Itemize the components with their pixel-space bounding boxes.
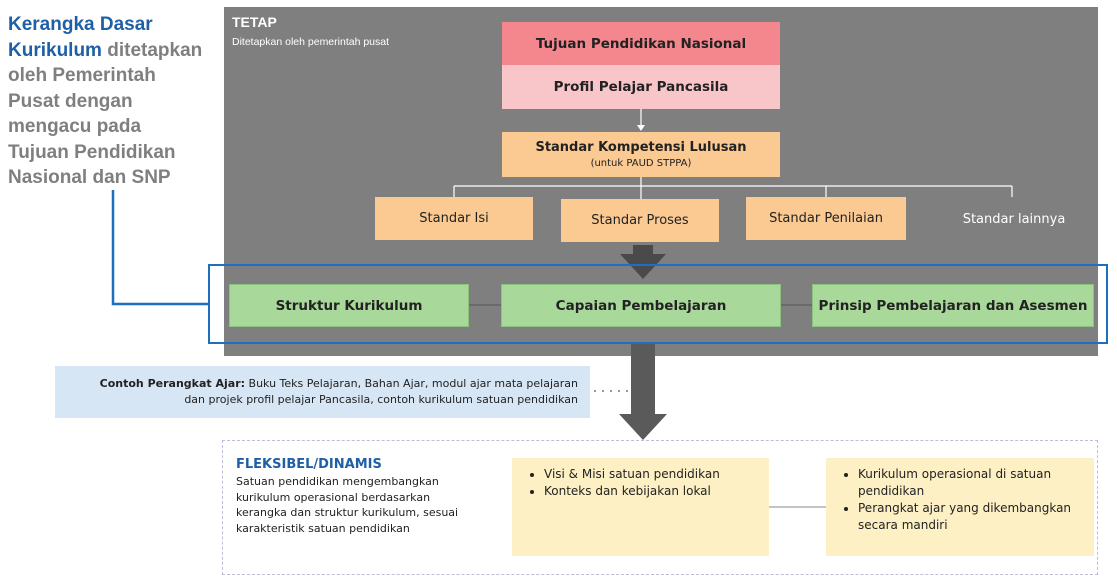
fixed-panel-description: Ditetapkan oleh pemerintah pusat bbox=[232, 36, 390, 48]
list-item: Visi & Misi satuan pendidikan bbox=[544, 466, 759, 483]
heading-line4: Pusat dengan bbox=[8, 90, 133, 112]
contoh-line2: dan projek profil pelajar Pancasila, con… bbox=[184, 393, 578, 406]
standar-proses-box: Standar Proses bbox=[561, 199, 719, 242]
skl-box: Standar Kompetensi Lulusan (untuk PAUD S… bbox=[502, 132, 780, 177]
standar-penilaian-box: Standar Penilaian bbox=[746, 197, 906, 240]
school-context-box: Visi & Misi satuan pendidikan Konteks da… bbox=[512, 458, 769, 556]
flexible-title: FLEKSIBEL/DINAMIS bbox=[236, 457, 382, 472]
capaian-pembelajaran-box: Capaian Pembelajaran bbox=[501, 284, 781, 327]
framework-heading: Kerangka Dasar Kurikulum ditetapkan oleh… bbox=[8, 12, 223, 191]
contoh-perangkat-ajar-box: Contoh Perangkat Ajar: Buku Teks Pelajar… bbox=[55, 366, 590, 418]
list-item: Perangkat ajar yang dikembangkan secara … bbox=[858, 500, 1084, 534]
tujuan-pendidikan-box: Tujuan Pendidikan Nasional bbox=[502, 22, 780, 65]
standar-lainnya-label: Standar lainnya bbox=[962, 211, 1066, 227]
big-arrow-bottom-head bbox=[619, 414, 667, 440]
heading-line6: Tujuan Pendidikan bbox=[8, 141, 176, 163]
contoh-line1: Buku Teks Pelajaran, Bahan Ajar, modul a… bbox=[245, 377, 578, 390]
fixed-panel-title: TETAP bbox=[232, 14, 277, 30]
blue-bracket-line bbox=[111, 190, 208, 306]
flexible-description: Satuan pendidikan mengembangkan kurikulu… bbox=[236, 475, 459, 535]
profil-pelajar-box: Profil Pelajar Pancasila bbox=[502, 65, 780, 109]
list-item: Kurikulum operasional di satuan pendidik… bbox=[858, 466, 1084, 500]
big-arrow-top-head bbox=[620, 254, 666, 279]
standar-isi-box: Standar Isi bbox=[375, 197, 533, 240]
big-arrow-top-shaft bbox=[633, 245, 653, 255]
heading-line3: oleh Pemerintah bbox=[8, 65, 156, 86]
flexible-area-frame bbox=[222, 440, 1098, 575]
skl-subtitle: (untuk PAUD STPPA) bbox=[590, 158, 692, 169]
heading-line2-rest: ditetapkan bbox=[101, 39, 203, 61]
prinsip-pembelajaran-box: Prinsip Pembelajaran dan Asesmen bbox=[812, 284, 1094, 327]
heading-line1: Kerangka Dasar bbox=[8, 14, 153, 35]
arrowhead-profil-skl bbox=[637, 125, 645, 131]
contoh-label: Contoh Perangkat Ajar: bbox=[99, 377, 246, 390]
heading-line7: Nasional dan SNP bbox=[8, 167, 171, 188]
list-item: Konteks dan kebijakan lokal bbox=[544, 483, 759, 500]
framework-highlight-frame bbox=[208, 264, 1108, 344]
heading-line2-highlight: Kurikulum bbox=[8, 39, 102, 61]
big-arrow-bottom-shaft bbox=[631, 344, 655, 418]
operational-curriculum-box: Kurikulum operasional di satuan pendidik… bbox=[826, 458, 1094, 556]
heading-line5: mengacu pada bbox=[8, 116, 142, 137]
struktur-kurikulum-box: Struktur Kurikulum bbox=[229, 284, 469, 327]
skl-title: Standar Kompetensi Lulusan bbox=[535, 140, 747, 155]
